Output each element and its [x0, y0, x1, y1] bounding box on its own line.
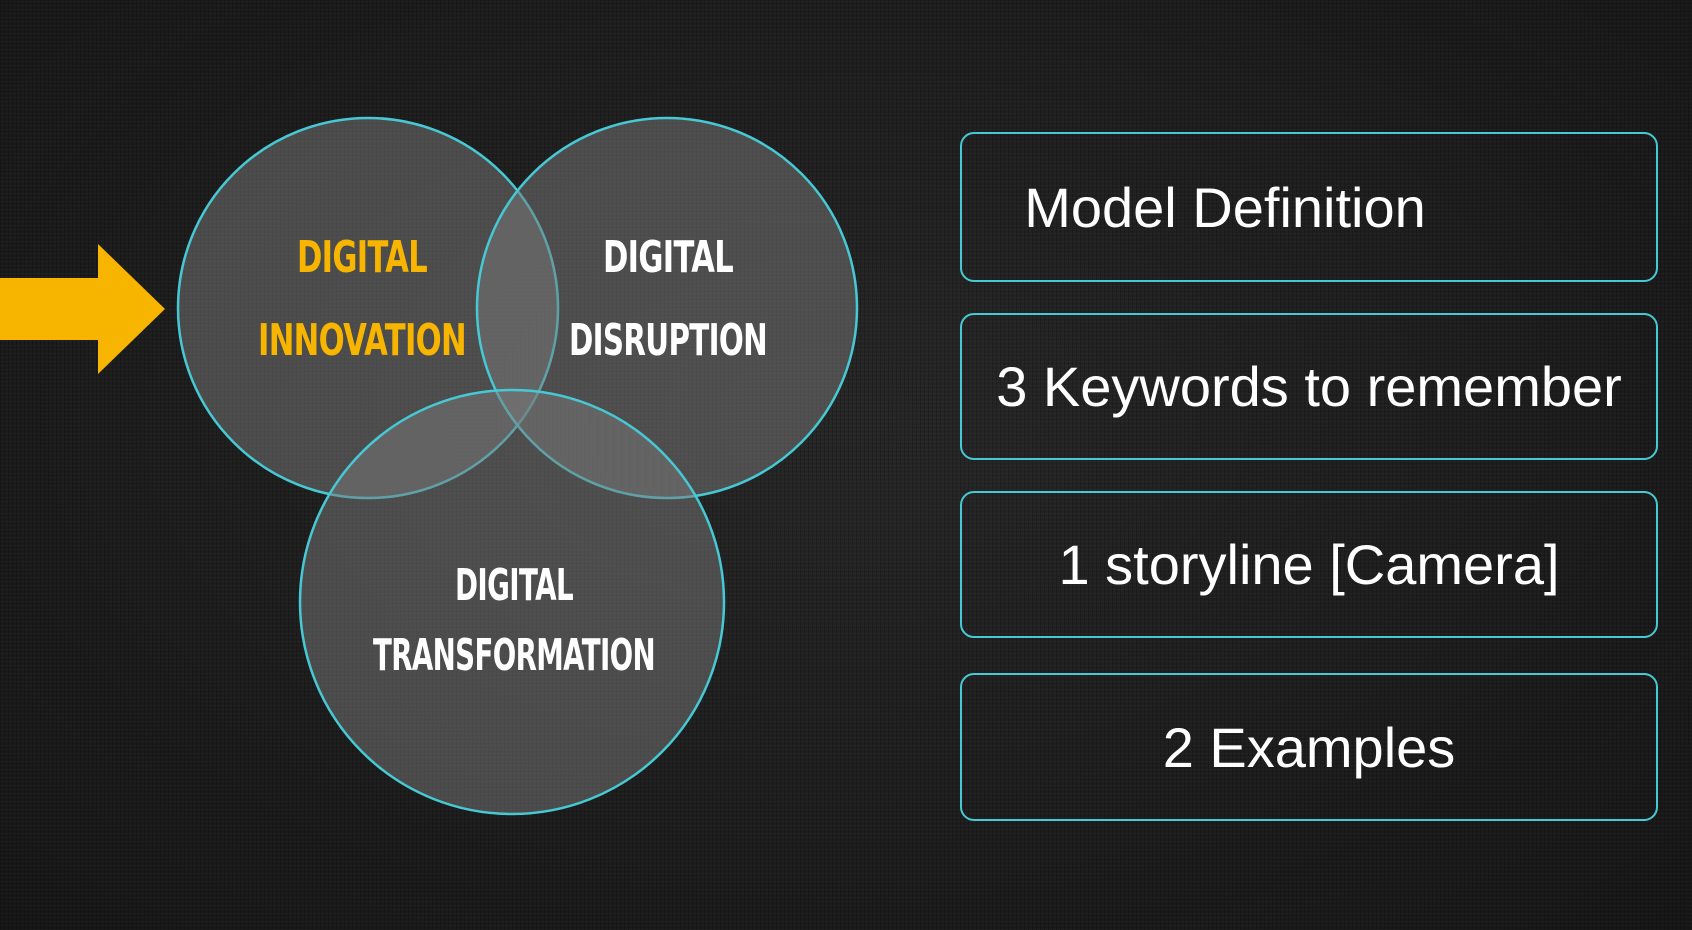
venn-circles: [176, 116, 859, 816]
innovation-line2: INNOVATION: [258, 315, 466, 366]
agenda-item-label: 3 Keywords to remember: [996, 355, 1622, 418]
venn-label-transformation: DIGITAL TRANSFORMATION: [373, 560, 656, 681]
agenda-item-keywords[interactable]: 3 Keywords to remember: [960, 313, 1658, 460]
transformation-line1: DIGITAL: [455, 560, 573, 611]
circle-digital-transformation: [298, 388, 726, 816]
disruption-line1: DIGITAL: [603, 232, 733, 283]
agenda-item-examples[interactable]: 2 Examples: [960, 673, 1658, 821]
agenda-item-model-definition[interactable]: Model Definition: [960, 132, 1658, 282]
venn-label-innovation: DIGITAL INNOVATION: [258, 232, 467, 366]
agenda-item-label: 2 Examples: [1162, 715, 1456, 779]
disruption-line2: DISRUPTION: [569, 315, 767, 366]
venn-label-disruption: DIGITAL DISRUPTION: [569, 232, 768, 366]
innovation-line1: DIGITAL: [297, 232, 427, 283]
agenda-item-storyline[interactable]: 1 storyline [Camera]: [960, 491, 1658, 638]
arrow-right-icon: [0, 244, 165, 374]
transformation-line2: TRANSFORMATION: [373, 630, 655, 681]
agenda-item-label: Model Definition: [1024, 175, 1426, 239]
agenda-item-label: 1 storyline [Camera]: [1058, 533, 1560, 596]
